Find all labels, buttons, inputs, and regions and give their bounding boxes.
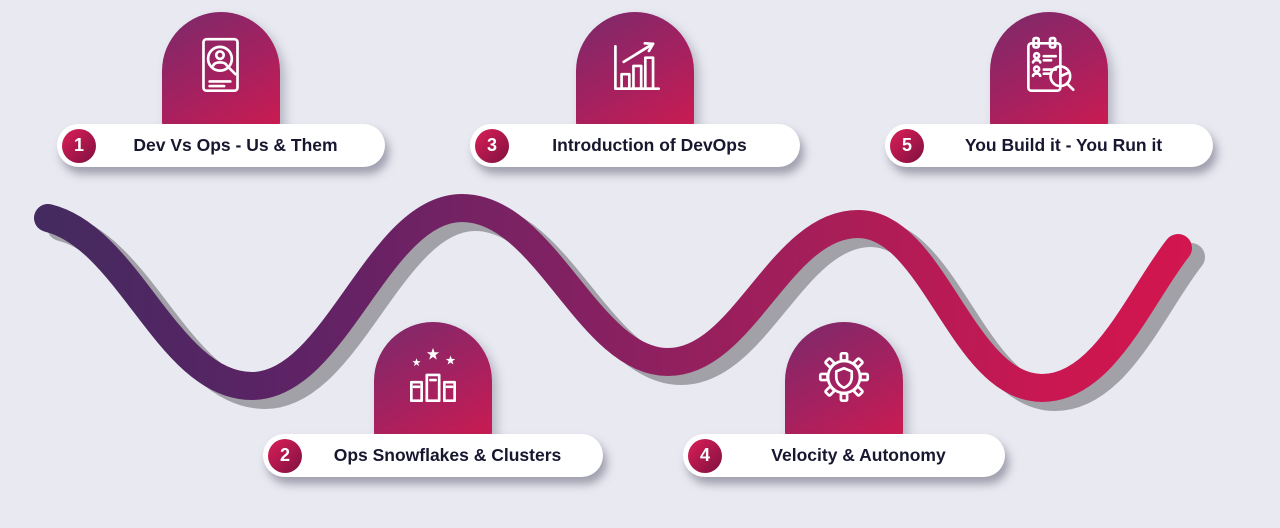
milestone-2-number: 2 (268, 438, 302, 473)
milestone-3-label: Introduction of DevOps (552, 135, 747, 155)
podium-stars-icon (410, 347, 456, 403)
milestone-3-number: 3 (475, 128, 509, 163)
milestone-1-label: Dev Vs Ops - Us & Them (133, 135, 338, 155)
milestone-3-pill: 3 Introduction of DevOps (470, 124, 800, 167)
timeline-wave-ribbon (34, 193, 1192, 403)
milestone-1: 1 Dev Vs Ops - Us & Them (57, 12, 385, 170)
milestone-4-pill: 4 Velocity & Autonomy (683, 434, 1005, 477)
milestone-2-pill: 2 Ops Snowflakes & Clusters (263, 434, 603, 477)
bar-chart-growth-icon (614, 41, 661, 90)
milestone-5-pill: 5 You Build it - You Run it (885, 124, 1213, 167)
gear-shield-icon (818, 351, 870, 403)
clipboard-team-report-icon (1027, 36, 1075, 93)
milestone-5-badge (990, 12, 1108, 132)
milestone-3: 3 Introduction of DevOps (470, 12, 800, 170)
milestone-5-label: You Build it - You Run it (964, 135, 1163, 155)
milestone-1-pill: 1 Dev Vs Ops - Us & Them (57, 124, 385, 167)
milestone-2-badge (374, 322, 492, 442)
milestone-5-number: 5 (890, 128, 924, 163)
milestone-4-number: 4 (688, 438, 722, 473)
milestone-2-label: Ops Snowflakes & Clusters (333, 445, 562, 465)
milestone-4: 4 Velocity & Autonomy (683, 322, 1005, 480)
milestone-4-label: Velocity & Autonomy (771, 445, 946, 465)
milestone-2: 2 Ops Snowflakes & Clusters (263, 322, 603, 480)
document-search-person-icon (202, 37, 239, 93)
milestone-1-badge (162, 12, 280, 132)
milestone-4-badge (785, 322, 903, 442)
milestone-1-number: 1 (62, 128, 96, 163)
milestone-5: 5 You Build it - You Run it (885, 12, 1213, 170)
milestone-3-badge (576, 12, 694, 132)
